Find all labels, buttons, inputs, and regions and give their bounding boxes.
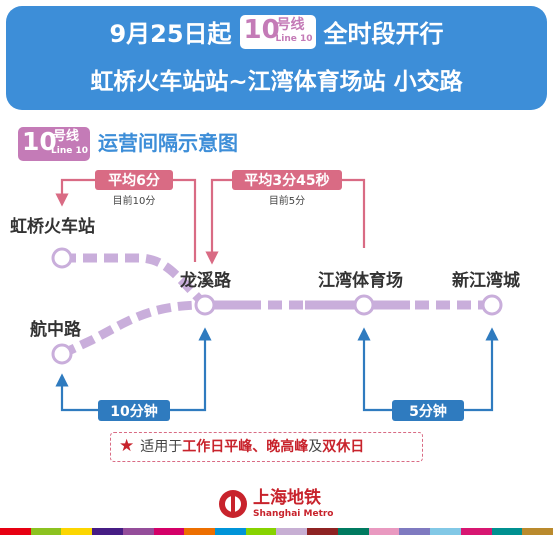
line10-small-badge: 10 号线 Line 10 [18,127,90,161]
note-evening-peak: 晚高峰 [266,439,309,455]
stripe-segment [460,528,492,535]
diagram-title: 运营间隔示意图 [98,131,238,155]
logo-chinese: 上海地铁 [253,488,321,508]
shanghai-metro-logo: 上海地铁 Shanghai Metro [215,487,345,523]
star-icon: ★ [119,436,135,456]
small-line-english: Line 10 [51,146,88,156]
stripe-segment [184,528,216,535]
blue-left-interval: 10分钟 [110,403,157,420]
station-dot-jiangwan [353,294,375,316]
pink-right-avg: 平均3分45秒 [244,172,329,189]
station-label-hangzhong: 航中路 [30,319,82,340]
stripe-segment [491,528,523,535]
banner-line2: 虹桥火车站站~江湾体育场站 小交路 [90,69,463,95]
stripe-segment [430,528,461,535]
line10-tracks [60,253,492,359]
pink-arrow-from-jiangwan [205,178,366,265]
station-label-jiangwan: 江湾体育场 [318,270,403,291]
pink-left-label-box [95,170,173,190]
stripe-segment [92,528,123,535]
line-english: Line 10 [275,34,313,44]
stripe-segment [0,528,31,535]
station-dot-hangzhong [51,343,73,365]
station-labels: 虹桥火车站 航中路 龙溪路 江湾体育场 新江湾城 [10,216,520,340]
small-line-hao: 号线 [53,129,80,144]
station-dot-xinjiangwan [481,294,503,316]
station-label-hongqiao: 虹桥火车站 [10,216,95,237]
stripe-segment [399,528,431,535]
stripe-segment [368,528,400,535]
station-dot-hongqiao [51,247,73,269]
blue-interval-arrows [55,327,499,412]
stripe-segment [245,528,277,535]
metro-logo-icon [219,490,247,518]
pink-right-current: 目前5分 [269,194,305,207]
logo-english: Shanghai Metro [253,509,334,519]
stripe-segment [30,528,62,535]
stripe-segment [307,528,338,535]
pink-right-label-box [232,170,342,190]
stripe-segment [276,528,308,535]
line-number: 10 [243,15,280,45]
blue-right-label-box [392,400,464,421]
blue-left-label-box [98,400,170,421]
pink-left-avg: 平均6分 [108,172,160,189]
line-color-stripe [0,528,553,535]
pink-left-current: 目前10分 [113,194,156,207]
track-hongqiao-longxi [62,253,209,309]
station-dot-longxi [194,294,216,316]
stripe-segment [337,528,369,535]
note-weekend: 双休日 [322,439,365,455]
note-and: 及 [308,439,323,455]
applicability-note: ★ 适用于工作日平峰、晚高峰及双休日 [110,432,423,462]
blue-arrow-jiangwan-xinjiangwan [357,327,499,412]
line-hao: 号线 [276,17,305,33]
station-label-xinjiangwan: 新江湾城 [452,270,520,291]
stripe-segment [61,528,93,535]
stripe-segment [522,528,553,535]
track-hangzhong-longxi [60,300,206,359]
stripe-segment [122,528,154,535]
station-label-longxi: 龙溪路 [179,270,232,291]
note-sep: 、 [252,439,267,455]
stripe-segment [215,528,246,535]
note-offpeak: 工作日平峰 [182,439,253,455]
banner-date-text: 9月25日起 [109,20,232,48]
pink-interval-arrows [55,178,366,265]
banner-service-text: 全时段开行 [323,20,444,48]
note-prefix: 适用于 [140,439,183,455]
blue-right-interval: 5分钟 [409,403,447,420]
stripe-segment [153,528,185,535]
small-line-number: 10 [22,127,57,156]
